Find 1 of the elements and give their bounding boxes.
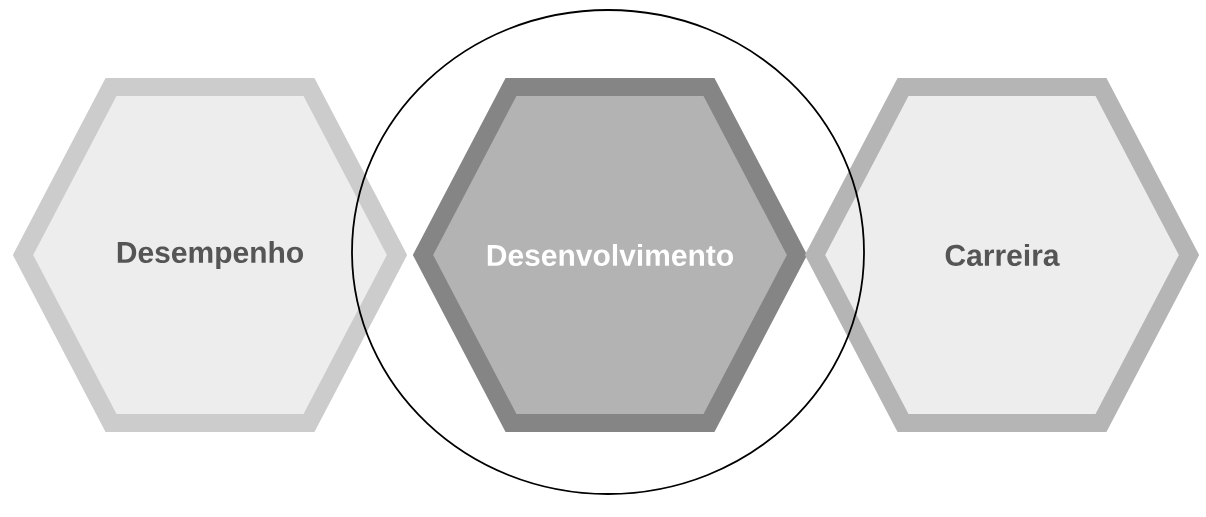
circle-outline bbox=[351, 9, 865, 495]
